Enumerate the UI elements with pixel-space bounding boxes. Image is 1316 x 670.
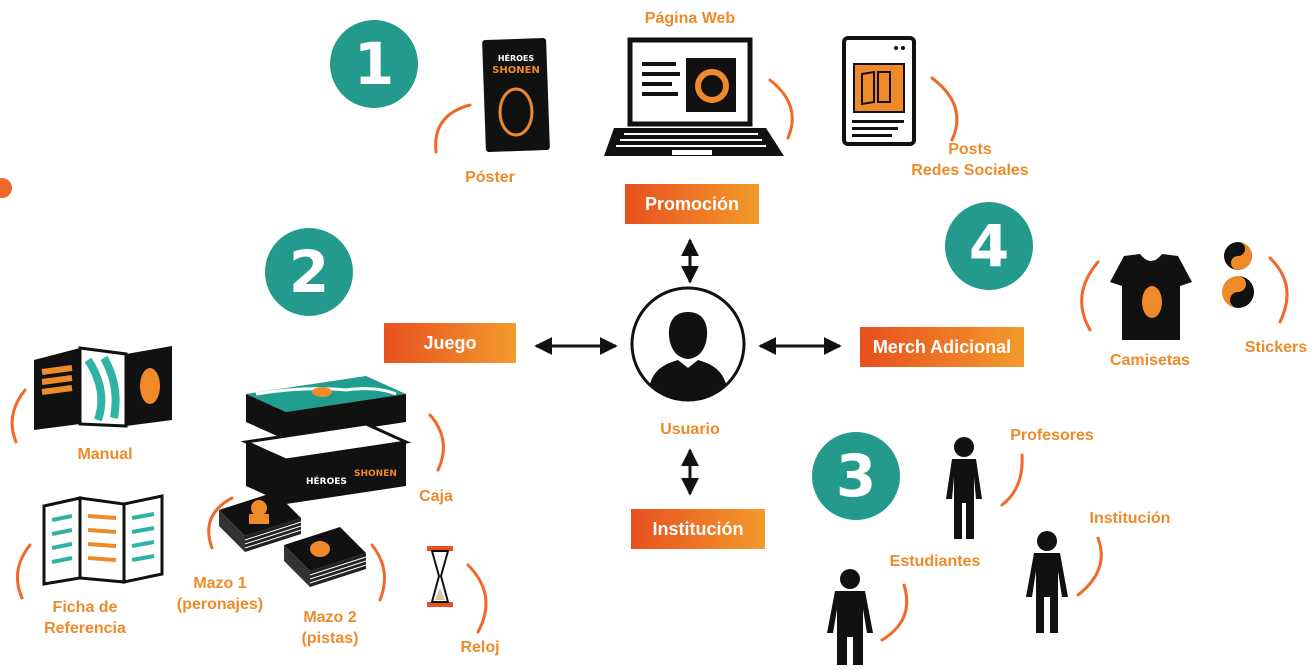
manual-icon — [34, 346, 172, 430]
step-number-4: 4 — [945, 202, 1033, 290]
deck1-label: Mazo 1 (peronajes) — [176, 575, 264, 613]
clock-label: Reloj — [460, 639, 500, 656]
person-icon — [1026, 531, 1068, 633]
box-label: Caja — [419, 488, 453, 505]
tshirt-icon — [1110, 254, 1192, 340]
svg-text:HÉROES: HÉROES — [306, 475, 347, 487]
phone-item — [840, 36, 920, 153]
students-label: Estudiantes — [889, 553, 981, 570]
stickers-label: Stickers — [1244, 339, 1308, 356]
edge-dot — [0, 178, 12, 198]
svg-text:HÉROES: HÉROES — [498, 52, 535, 63]
institution-figure — [1022, 531, 1072, 640]
svg-text:SHONEN: SHONEN — [354, 469, 397, 479]
poster-label: Póster — [465, 169, 515, 186]
deck2-label: Mazo 2 (pistas) — [301, 609, 359, 647]
shirt-item — [1108, 252, 1194, 349]
manual-item — [28, 340, 178, 435]
step-number-3: 3 — [812, 432, 900, 520]
box-item: HÉROES SHONEN — [236, 374, 416, 519]
reference-label: Ficha de Referencia — [44, 599, 126, 637]
user-node — [628, 284, 748, 404]
stickers-item — [1216, 240, 1260, 317]
hourglass-icon — [427, 546, 453, 607]
reference-item — [40, 492, 166, 593]
shirts-label: Camisetas — [1109, 352, 1191, 369]
person-icon — [946, 437, 982, 539]
manual-label: Manual — [77, 446, 133, 463]
game-box-icon: HÉROES SHONEN — [240, 376, 412, 504]
posts-label: Posts Redes Sociales — [911, 141, 1029, 179]
user-icon — [630, 286, 746, 402]
step-number-1: 1 — [330, 20, 418, 108]
card-deck-icon — [284, 527, 367, 587]
person-icon — [827, 569, 873, 665]
decorative-arcs — [10, 76, 1289, 642]
teachers-label: Profesores — [1010, 427, 1094, 444]
laptop-item — [600, 36, 790, 165]
laptop-icon — [604, 37, 784, 156]
box-promotion: Promoción — [625, 184, 759, 224]
card-deck-icon — [219, 492, 302, 552]
institution-label: Institución — [1089, 510, 1171, 527]
step-number-2: 2 — [265, 228, 353, 316]
svg-text:SHONEN: SHONEN — [492, 65, 540, 76]
poster-icon: HÉROES SHONEN — [482, 38, 550, 152]
box-institution: Institución — [631, 509, 765, 549]
teacher-figure — [944, 437, 984, 546]
reference-sheet-icon — [42, 494, 164, 586]
deck2-item — [280, 523, 370, 598]
deck1-item — [215, 488, 305, 563]
user-label: Usuario — [660, 421, 720, 438]
student-figure — [823, 569, 877, 670]
web-label: Página Web — [644, 10, 736, 27]
clock-item — [425, 544, 455, 615]
box-merch: Merch Adicional — [860, 327, 1024, 367]
phone-icon — [842, 36, 916, 146]
box-game: Juego — [384, 323, 516, 363]
sticker-icon — [1222, 242, 1254, 308]
poster-item: HÉROES SHONEN — [480, 37, 552, 160]
